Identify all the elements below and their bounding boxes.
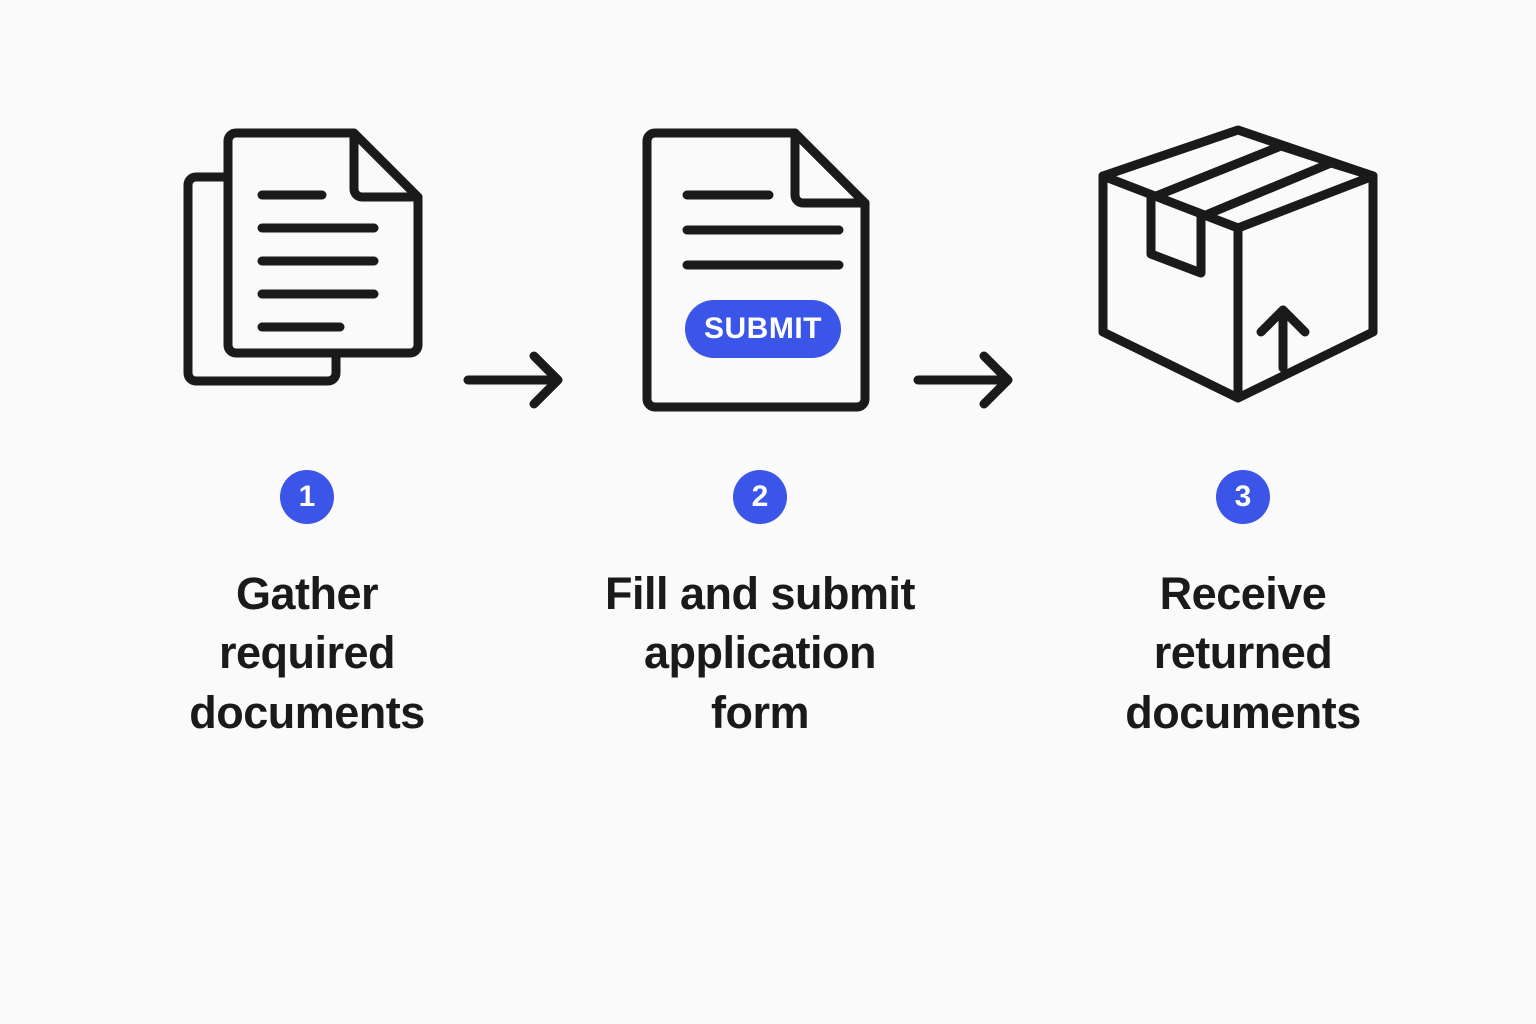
icon-row: SUBMIT: [0, 110, 1536, 420]
submit-button-background[interactable]: [685, 300, 841, 358]
step-3-caption: Receive returned documents: [1125, 568, 1361, 738]
step-2-caption: Fill and submit application form: [604, 568, 916, 738]
form-text-lines: [682, 190, 844, 270]
step-2: 2 Fill and submit application form: [550, 470, 970, 742]
step-3-icon-slot: [1088, 110, 1388, 420]
step-1-number-badge: 1: [280, 470, 334, 524]
document-text-lines: [257, 190, 379, 332]
step-2-icon-slot: SUBMIT: [612, 110, 912, 420]
arrow-step1-to-step2: [450, 340, 590, 420]
document-fold-corner: [349, 128, 423, 202]
application-form-document-icon: SUBMIT: [642, 128, 870, 412]
step-1: 1 Gather required documents: [97, 470, 517, 742]
form-sheet: [642, 128, 870, 412]
box-tape-left: [1146, 141, 1286, 203]
arrow-step2-to-step3: [900, 340, 1040, 420]
step-3-number-badge: 3: [1216, 470, 1270, 524]
box-tape-right: [1196, 158, 1336, 222]
step-2-number-badge: 2: [733, 470, 787, 524]
arrow-right-icon: [913, 351, 1013, 409]
submit-button-label: SUBMIT: [704, 312, 822, 345]
package-box-icon: [1098, 125, 1378, 403]
step-1-icon-slot: [158, 110, 458, 420]
submit-button[interactable]: SUBMIT: [685, 300, 841, 358]
form-fold-corner: [790, 128, 870, 208]
box-flap: [1146, 193, 1206, 278]
step-3: 3 Receive returned documents: [1033, 470, 1453, 742]
stacked-documents-icon: [183, 128, 423, 386]
box-top-seam-b: [1326, 158, 1378, 181]
step-1-caption: Gather required documents: [189, 568, 425, 738]
arrow-right-icon: [463, 351, 563, 409]
this-side-up-arrow-icon: [1256, 305, 1310, 373]
document-front-sheet: [223, 128, 423, 358]
